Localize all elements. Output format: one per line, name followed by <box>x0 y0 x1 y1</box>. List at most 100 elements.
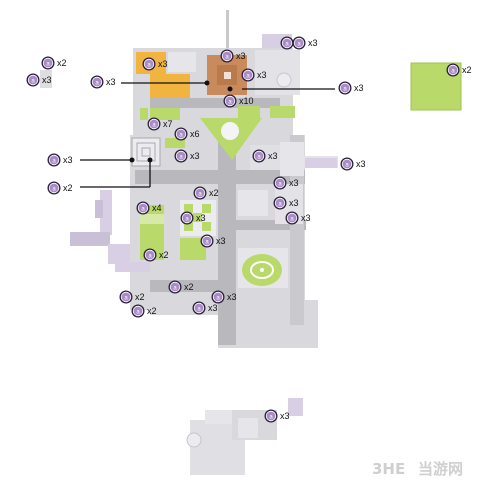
marker-count: x7 <box>163 119 173 129</box>
marker-glyph: a <box>198 191 202 197</box>
marker-glyph: a <box>216 295 220 301</box>
marker-count: x2 <box>147 306 157 316</box>
marker-icon-fill <box>137 202 149 214</box>
marker-glyph: a <box>95 80 99 86</box>
marker-count: x10 <box>239 96 254 106</box>
loot-marker: a x3 <box>26 73 52 87</box>
marker-count: x2 <box>462 65 472 75</box>
loot-marker: a x2 <box>143 248 169 262</box>
marker-glyph: a <box>269 414 273 420</box>
marker-count: x6 <box>190 129 200 139</box>
marker-icon-fill <box>148 118 160 130</box>
marker-glyph: a <box>278 201 282 207</box>
callout-dots <box>129 80 233 163</box>
marker-layer: ax2ax3ax3ax3ax3ax3ax3ax10ax3ax2ax7ax6ax3… <box>26 36 472 423</box>
marker-icon-fill <box>48 182 60 194</box>
loot-marker: a x3 <box>211 290 237 304</box>
marker-icon-fill <box>48 154 60 166</box>
marker-icon-fill <box>194 187 206 199</box>
marker-glyph: a <box>136 309 140 315</box>
loot-marker: a x10 <box>223 94 254 108</box>
marker-glyph: a <box>285 41 289 47</box>
marker-count: x3 <box>236 51 246 61</box>
loot-marker: a x4 <box>136 201 162 215</box>
marker-icon-fill <box>265 410 277 422</box>
marker-icon-fill <box>341 158 353 170</box>
watermark: 3HE 当游网 <box>372 460 463 478</box>
marker-icon-fill <box>447 64 459 76</box>
marker-count: x3 <box>308 38 318 48</box>
marker-count: x3 <box>196 213 206 223</box>
loot-marker: a x3 <box>90 75 116 89</box>
marker-glyph: a <box>148 253 152 259</box>
marker-count: x3 <box>354 83 364 93</box>
marker-icon-fill <box>224 95 236 107</box>
marker-icon-fill <box>144 249 156 261</box>
marker-count: x3 <box>301 213 311 223</box>
marker-glyph: a <box>451 68 455 74</box>
marker-glyph: a <box>225 54 229 60</box>
marker-glyph: a <box>52 186 56 192</box>
marker-count: x3 <box>356 159 366 169</box>
marker-count: x2 <box>184 282 194 292</box>
loot-marker: a x2 <box>168 280 194 294</box>
marker-icon-fill <box>201 235 213 247</box>
marker-glyph: a <box>173 285 177 291</box>
marker-icon-fill <box>120 291 132 303</box>
marker-count: x2 <box>135 292 145 302</box>
marker-icon-fill <box>286 212 298 224</box>
marker-glyph: a <box>141 206 145 212</box>
marker-icon-fill <box>193 302 205 314</box>
marker-icon-fill <box>221 50 233 62</box>
loot-marker: a x3 <box>200 234 226 248</box>
marker-count: x2 <box>159 250 169 260</box>
marker-glyph: a <box>278 181 282 187</box>
marker-count: x3 <box>158 59 168 69</box>
marker-glyph: a <box>185 216 189 222</box>
marker-icon-fill <box>242 69 254 81</box>
marker-icon-fill <box>91 76 103 88</box>
marker-icon-fill <box>181 212 193 224</box>
marker-glyph: a <box>343 86 347 92</box>
marker-count: x3 <box>227 292 237 302</box>
marker-count: x3 <box>289 198 299 208</box>
marker-count: x3 <box>216 236 226 246</box>
marker-icon-fill <box>27 74 39 86</box>
marker-glyph: a <box>205 239 209 245</box>
marker-glyph: a <box>52 158 56 164</box>
marker-glyph: a <box>257 154 261 160</box>
marker-glyph: a <box>147 62 151 68</box>
marker-icon-fill <box>175 150 187 162</box>
marker-icon-fill <box>175 128 187 140</box>
marker-count: x3 <box>42 75 52 85</box>
marker-icon-fill <box>274 197 286 209</box>
loot-marker: a x3 <box>338 81 364 95</box>
marker-glyph: a <box>152 122 156 128</box>
watermark-text: 当游网 <box>418 460 463 478</box>
marker-glyph: a <box>228 99 232 105</box>
loot-marker: a x3 <box>273 196 299 210</box>
marker-count: x3 <box>257 70 267 80</box>
callout-lines <box>80 82 335 188</box>
marker-icon-fill <box>339 82 351 94</box>
loot-marker: a x3 <box>180 211 206 225</box>
marker-count: x3 <box>106 77 116 87</box>
marker-icon-fill <box>169 281 181 293</box>
marker-count: x3 <box>63 155 73 165</box>
marker-count: x2 <box>57 58 67 68</box>
loot-marker: a x3 <box>252 149 278 163</box>
marker-count: x3 <box>190 151 200 161</box>
marker-glyph: a <box>31 78 35 84</box>
marker-count: x4 <box>152 203 162 213</box>
marker-count: x3 <box>268 151 278 161</box>
marker-glyph: a <box>179 154 183 160</box>
